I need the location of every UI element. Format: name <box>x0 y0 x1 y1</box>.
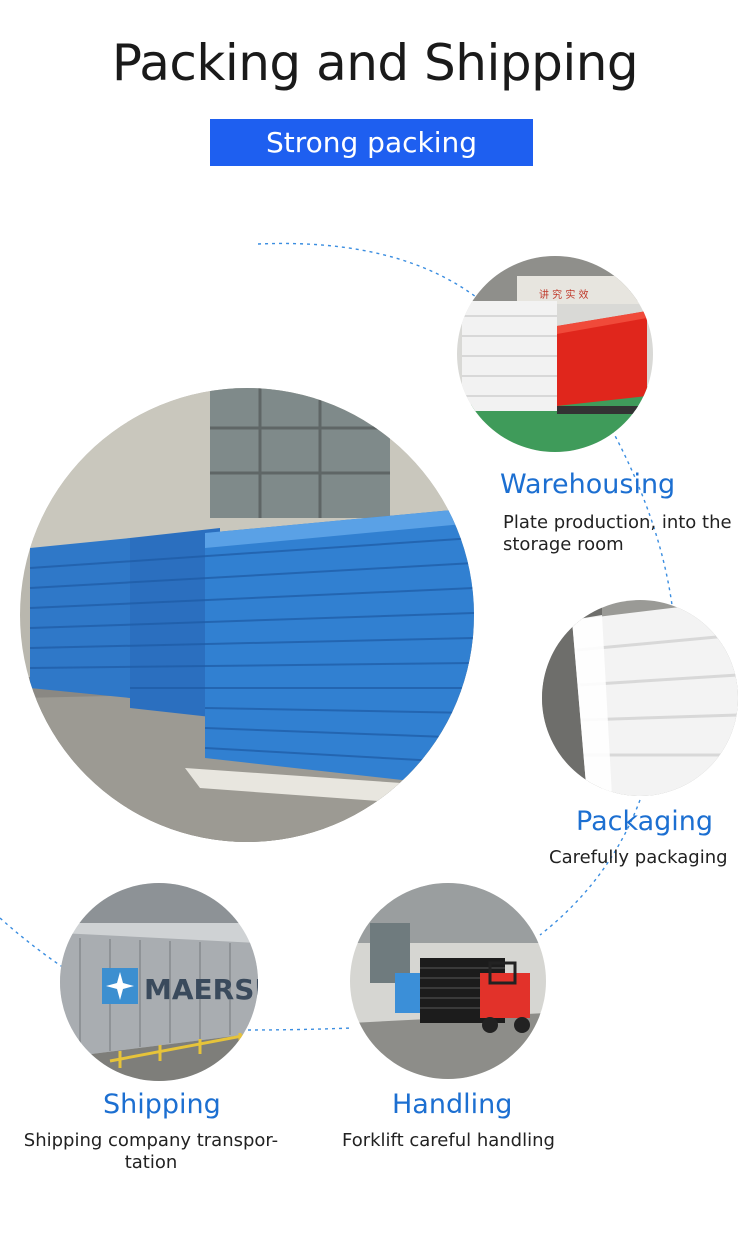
shipping-desc: Shipping company transpor- tation <box>20 1130 282 1174</box>
page-title: Packing and Shipping <box>111 34 639 92</box>
handling-label: Handling <box>392 1089 513 1120</box>
warehousing-desc-line1: Plate production, into the <box>503 512 732 533</box>
shipping-photo: MAERSK <box>60 883 258 1081</box>
wall-sign: 讲 究 实 效 <box>539 288 589 301</box>
packaging-desc: Carefully packaging <box>549 847 728 868</box>
warehousing-photo: 讲 究 实 效 <box>457 256 653 452</box>
main-photo-blue-stacks <box>20 388 474 842</box>
warehousing-label: Warehousing <box>500 469 676 500</box>
subtitle-banner: Strong packing <box>210 119 533 166</box>
handling-desc: Forklift careful handling <box>342 1130 555 1151</box>
warehousing-desc: Plate production, into the storage room <box>503 512 743 556</box>
packaging-photo <box>542 600 738 796</box>
container-text: MAERSK <box>144 973 258 1006</box>
warehousing-desc-line2: storage room <box>503 534 624 555</box>
shipping-desc-line1: Shipping company transpor- <box>23 1130 279 1151</box>
shipping-label: Shipping <box>103 1089 221 1120</box>
handling-photo <box>350 883 546 1079</box>
shipping-desc-line2: tation <box>124 1152 178 1173</box>
packaging-label: Packaging <box>576 806 714 837</box>
